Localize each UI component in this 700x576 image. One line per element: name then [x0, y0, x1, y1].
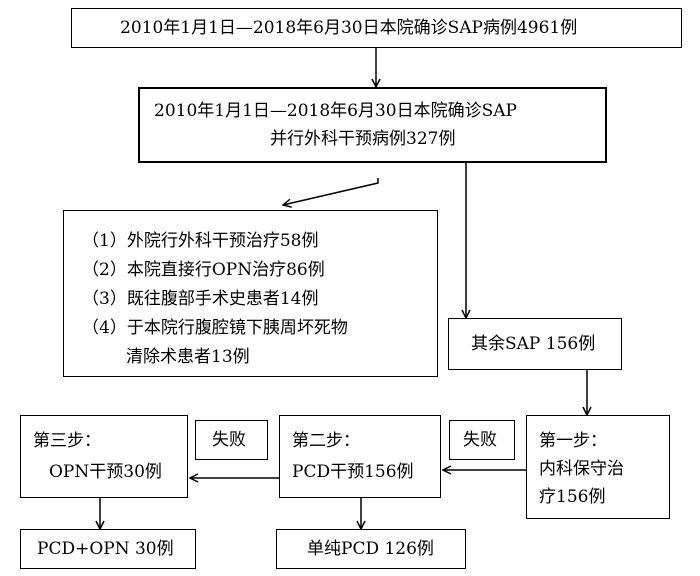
step2-box: 第二步： PCD干预156例 [279, 415, 441, 498]
step3-line2: OPN干预30例 [49, 462, 162, 482]
step3-title: 第三步： [33, 431, 101, 451]
step1-title: 第一步： [539, 431, 607, 451]
exclusion-item-3: （3）既往腹部手术史患者14例 [82, 289, 319, 309]
surgery-line1: 2010年1月1日—2018年6月30日本院确诊SAP [154, 101, 517, 121]
exclusion-item-4-cont: 清除术患者13例 [126, 347, 250, 367]
remaining-sap-text: 其余SAP 156例 [471, 334, 596, 354]
step2-line2: PCD干预156例 [292, 462, 414, 482]
arrow-surgery-to-exclusion [283, 178, 379, 205]
step2-title: 第二步： [292, 431, 360, 451]
fail-label-step2: 失败 [449, 420, 515, 460]
total-cases-text: 2010年1月1日—2018年6月30日本院确诊SAP病例4961例 [120, 18, 578, 38]
pcd-only-text: 单纯PCD 126例 [307, 539, 434, 559]
step1-line2: 内科保守治 [539, 459, 624, 479]
pcd-opn-text: PCD+OPN 30例 [37, 539, 174, 559]
pcd-opn-box: PCD+OPN 30例 [20, 529, 196, 569]
step3-box: 第三步： OPN干预30例 [20, 415, 188, 498]
remaining-sap-box: 其余SAP 156例 [448, 318, 622, 370]
pcd-only-box: 单纯PCD 126例 [276, 529, 466, 569]
exclusion-item-2: （2）本院直接行OPN治疗86例 [82, 260, 325, 280]
fail-label-step3: 失败 [195, 420, 268, 460]
step1-box: 第一步： 内科保守治 疗156例 [526, 415, 670, 519]
fail-label-step3-text: 失败 [212, 430, 246, 450]
exclusion-item-1: （1）外院行外科干预治疗58例 [82, 231, 319, 251]
exclusion-item-4: （4）于本院行腹腔镜下胰周坏死物 [82, 318, 348, 338]
total-cases-box: 2010年1月1日—2018年6月30日本院确诊SAP病例4961例 [71, 8, 682, 48]
surgery-line2: 并行外科干预病例327例 [270, 129, 456, 149]
exclusion-box: （1）外院行外科干预治疗58例 （2）本院直接行OPN治疗86例 （3）既往腹部… [63, 210, 438, 377]
fail-label-step2-text: 失败 [463, 430, 497, 450]
step1-line3: 疗156例 [539, 487, 606, 507]
surgery-intervention-box: 2010年1月1日—2018年6月30日本院确诊SAP 并行外科干预病例327例 [138, 87, 607, 163]
